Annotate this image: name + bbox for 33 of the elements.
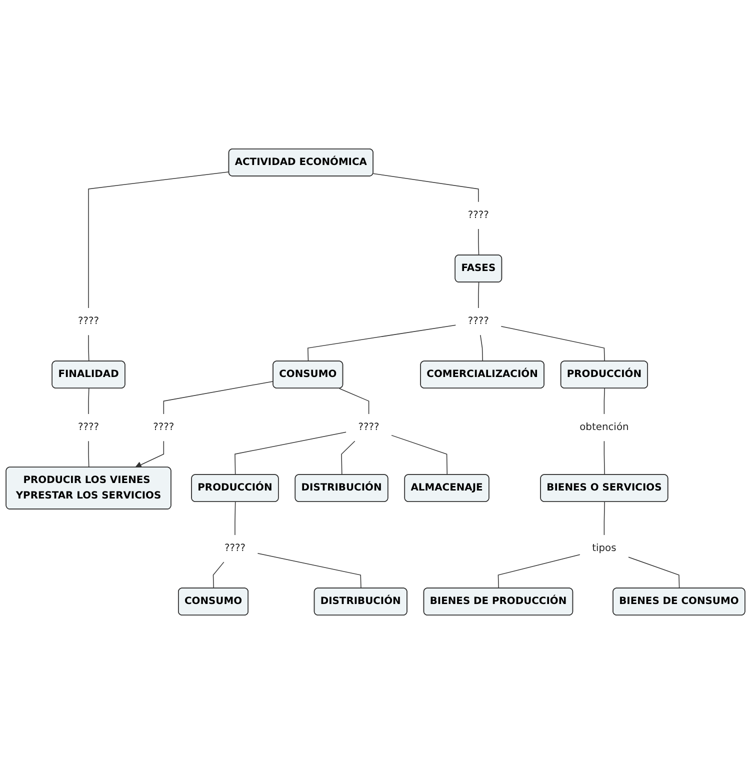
node-text: ???? — [468, 210, 489, 222]
connector — [234, 432, 346, 476]
connector — [372, 173, 479, 202]
connector — [234, 502, 236, 536]
node-text: ???? — [224, 542, 246, 554]
connector — [257, 552, 362, 589]
node-text: tipos — [592, 542, 616, 554]
connector — [480, 334, 484, 362]
connector — [478, 282, 480, 308]
connector — [88, 440, 90, 468]
connector — [212, 562, 224, 589]
connector — [628, 556, 680, 589]
connector — [604, 502, 605, 536]
arrow — [135, 440, 164, 468]
connector — [478, 228, 480, 256]
connector — [341, 440, 356, 476]
connector — [604, 388, 605, 414]
connector — [500, 326, 605, 362]
connector — [163, 380, 274, 414]
connector — [391, 434, 448, 476]
connector — [308, 324, 456, 362]
connector — [604, 440, 605, 476]
node-text: ???? — [153, 422, 174, 434]
node-text: ???? — [358, 422, 380, 434]
connector — [88, 334, 90, 362]
connector — [88, 171, 230, 308]
node-text: obtención — [580, 422, 629, 434]
connector — [88, 388, 90, 414]
node-text: ???? — [468, 316, 489, 328]
node-text: ???? — [78, 422, 100, 434]
connector — [339, 388, 370, 414]
node-text: ???? — [78, 316, 100, 328]
connector — [498, 554, 580, 589]
